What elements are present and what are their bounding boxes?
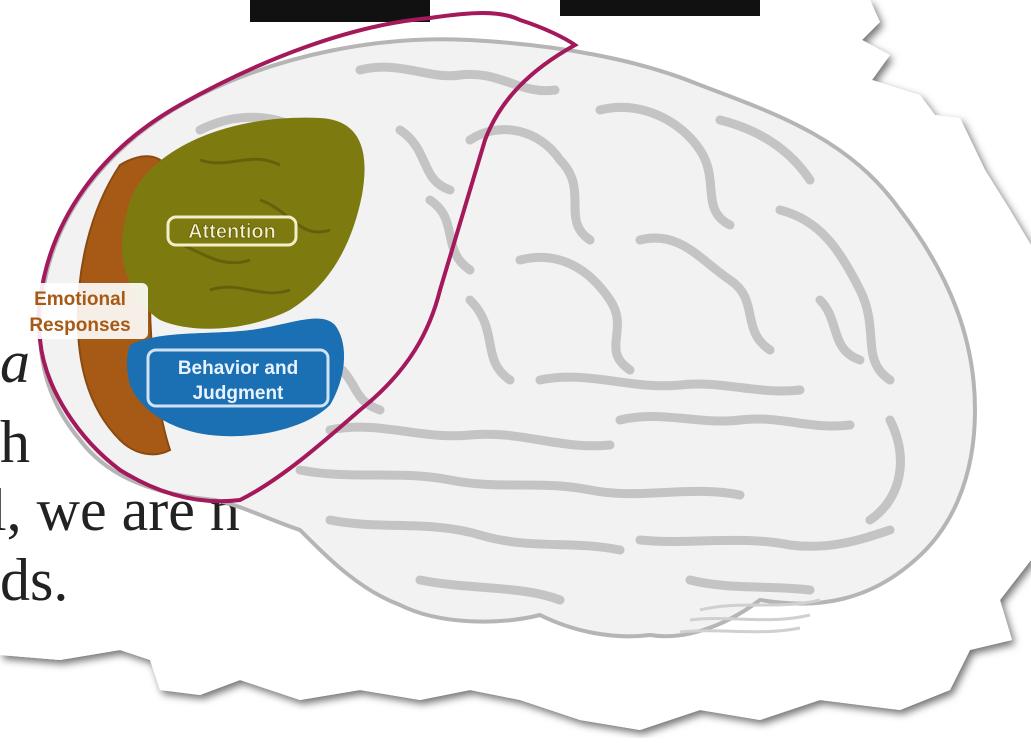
label-behavior-judgment: Behavior and Judgment [148, 350, 328, 406]
label-emotional-line2: Responses [29, 315, 130, 336]
text-fragment-h: h [0, 409, 30, 475]
label-behavior-line1: Behavior and [178, 358, 298, 379]
label-emotional-line1: Emotional [34, 289, 126, 310]
label-attention-text: Attention [188, 221, 276, 243]
cut-heading-fragment [250, 0, 430, 22]
label-emotional-responses: Emotional Responses [14, 283, 148, 339]
label-attention: Attention [168, 217, 296, 245]
text-fragment-ds: ds. [0, 547, 68, 613]
label-behavior-line2: Judgment [193, 383, 284, 404]
cut-heading-fragment-2 [560, 0, 760, 16]
